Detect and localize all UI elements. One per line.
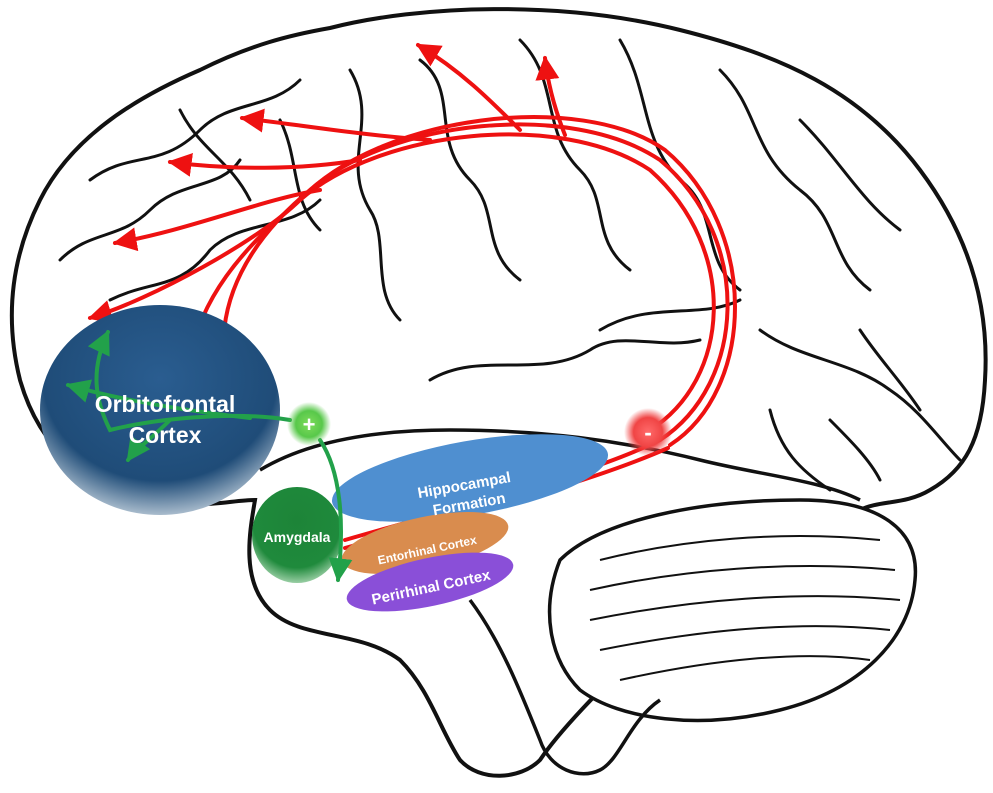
ofc-label-line2: Cortex (129, 422, 202, 448)
excitatory-sign: + (287, 402, 331, 446)
ofc-label-line1: Orbitofrontal (95, 391, 236, 417)
inhibitory-sign: - (624, 408, 672, 456)
minus-sign-label: - (644, 420, 651, 445)
cerebellum-outline (550, 500, 916, 720)
plus-sign-label: + (303, 412, 316, 437)
amygdala-label: Amygdala (264, 529, 331, 545)
